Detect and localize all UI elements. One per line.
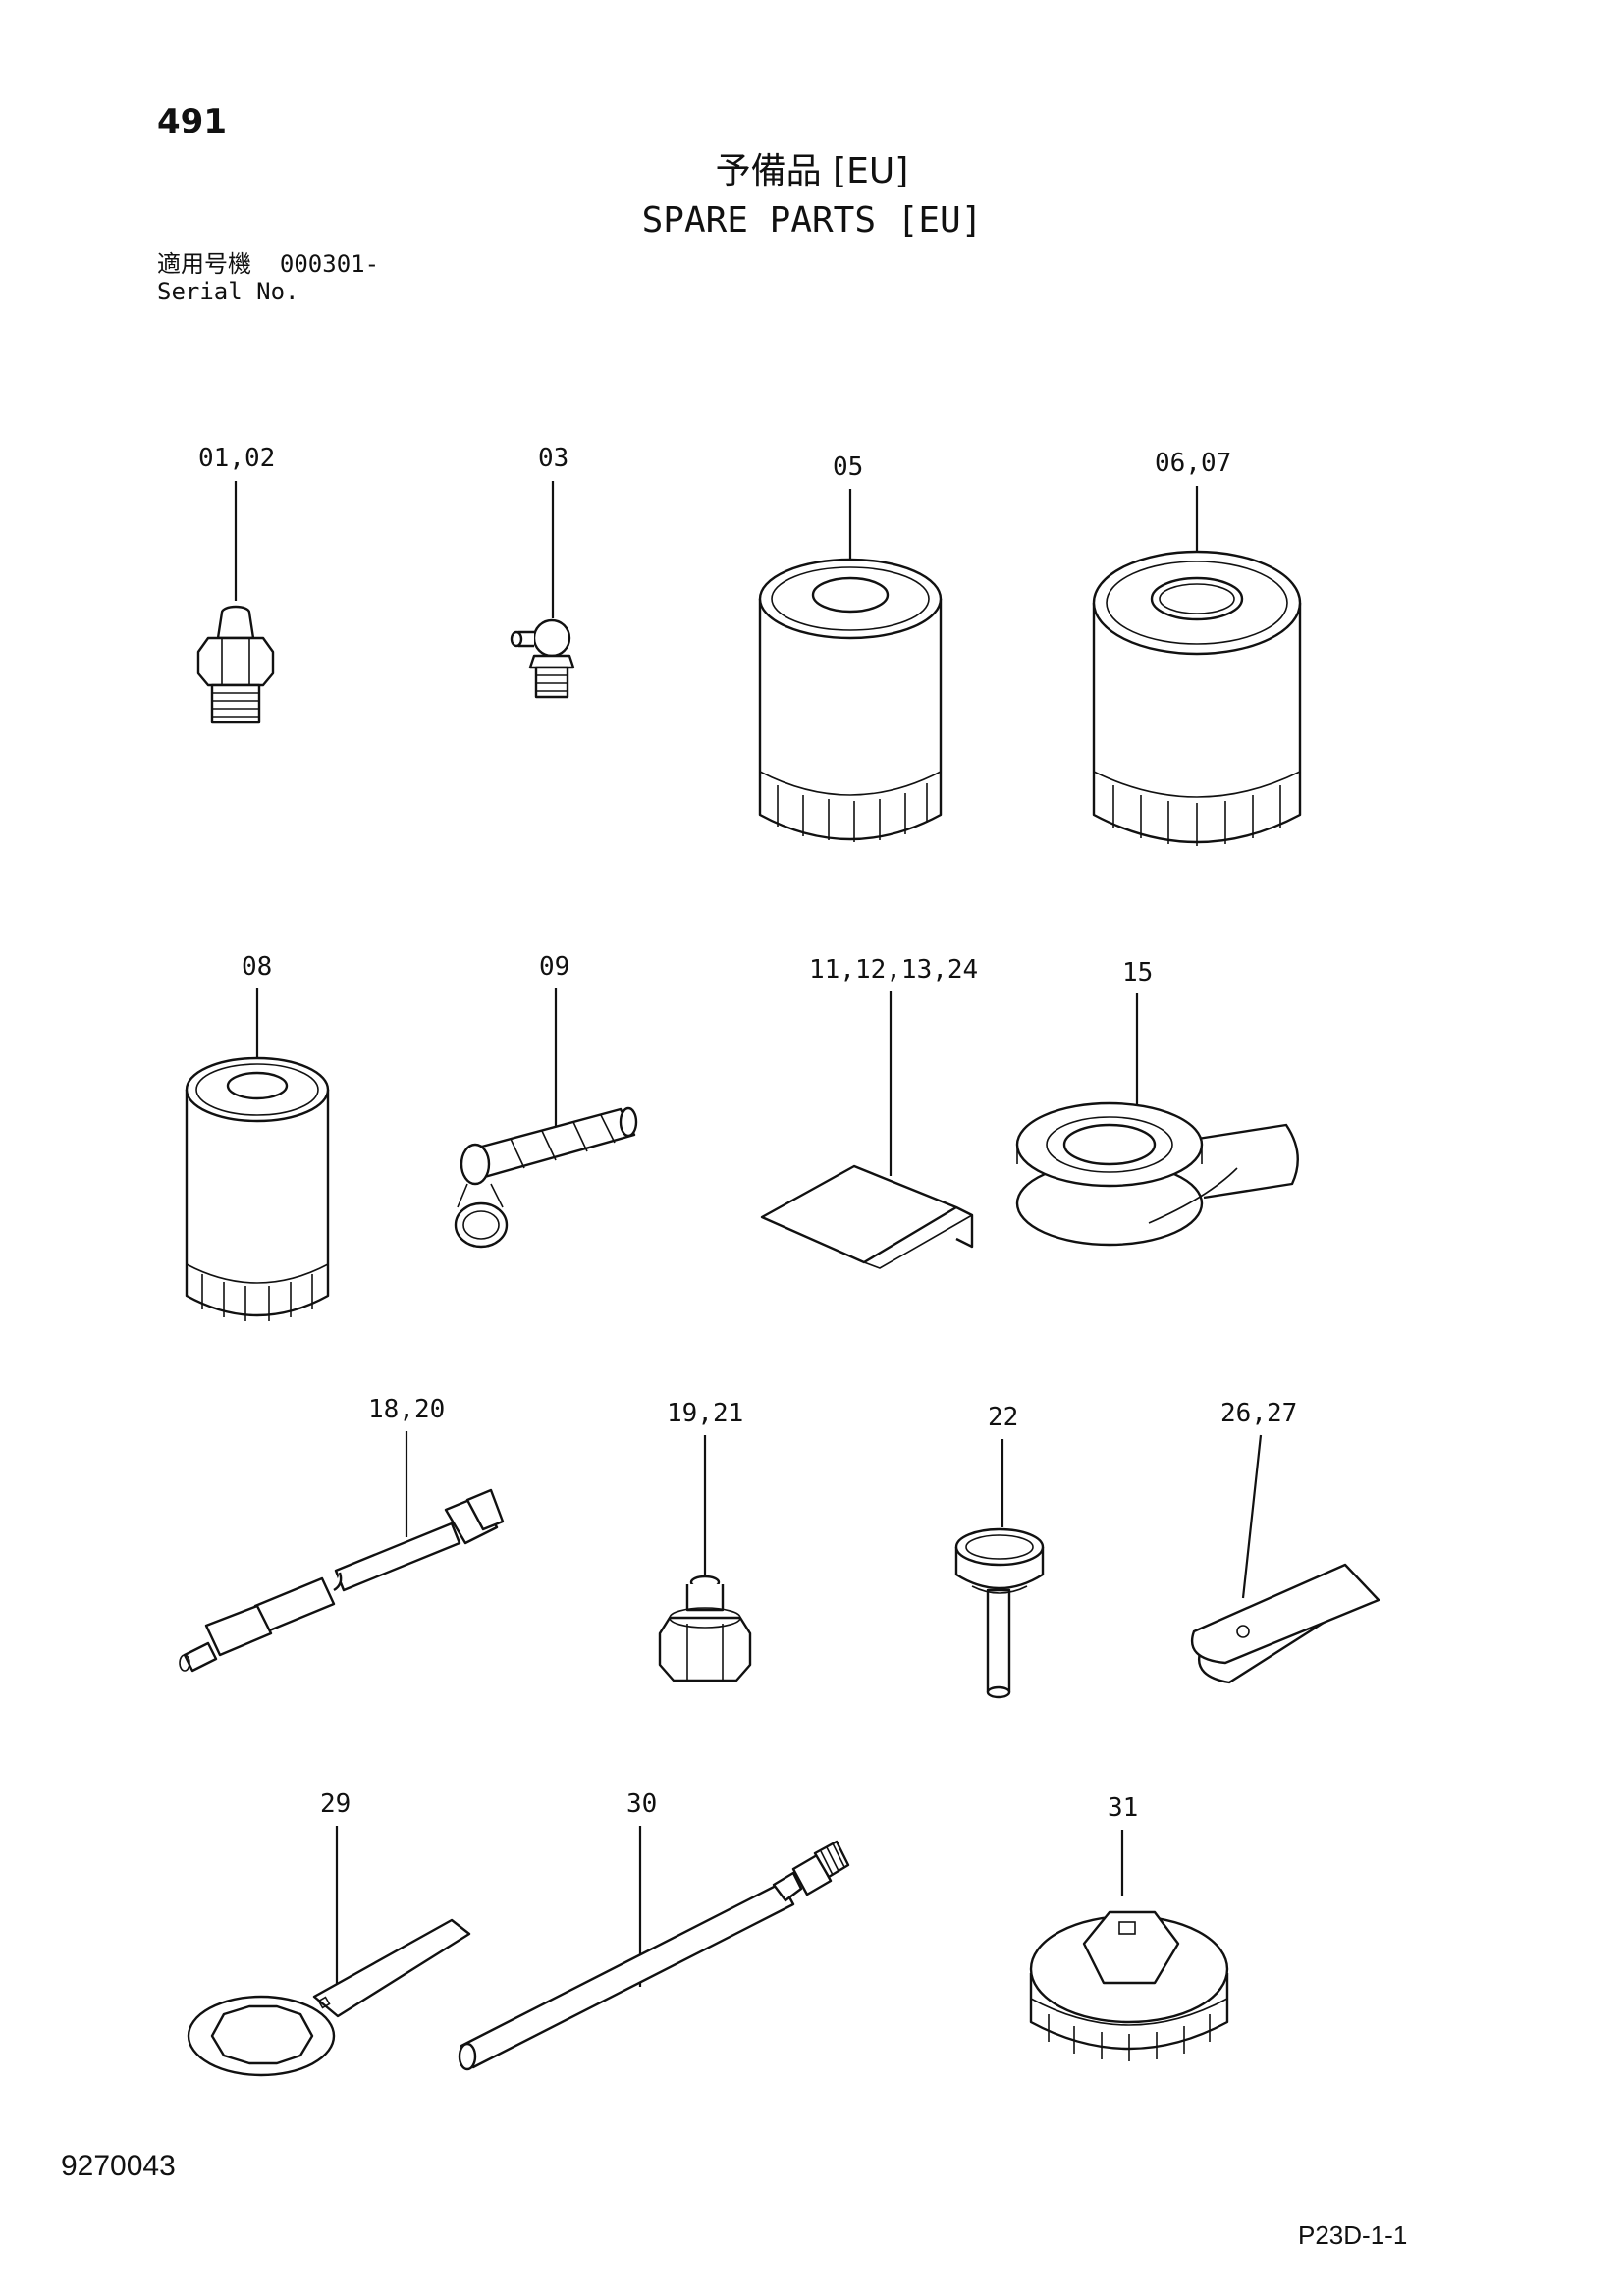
doc-number: 9270043: [61, 2150, 176, 2182]
serial-row: 適用号機 000301-: [157, 250, 379, 278]
sheet-icon: [760, 1164, 974, 1269]
callout-15: 15: [1122, 958, 1153, 988]
serial-label-ja: 適用号機: [157, 250, 251, 278]
callout-09: 09: [539, 952, 569, 982]
part-15: 15: [1015, 958, 1299, 1247]
ring-spanner-icon: [187, 1918, 471, 2077]
callout-05: 05: [833, 453, 863, 482]
callout-06-07: 06,07: [1155, 449, 1231, 478]
page-number: 491: [157, 102, 227, 141]
part-03: 03: [510, 444, 575, 699]
callout-29: 29: [320, 1789, 351, 1819]
part-05: 05: [758, 453, 943, 842]
grease-nipple-angled-icon: [510, 618, 575, 699]
part-19-21: 19,21: [658, 1399, 752, 1682]
callout-22: 22: [988, 1403, 1018, 1432]
part-01-02: 01,02: [196, 444, 275, 724]
hose-assembly-icon: [179, 1488, 505, 1673]
page-reference: P23D-1-1: [1298, 2220, 1408, 2250]
callout-11-12-13-24: 11,12,13,24: [809, 955, 978, 985]
serial-block: 適用号機 000301- Serial No.: [157, 250, 379, 305]
callout-31: 31: [1108, 1793, 1138, 1823]
cap-with-rod-icon: [954, 1527, 1045, 1699]
callout-30: 30: [626, 1789, 657, 1819]
clip-icon: [1191, 1563, 1380, 1684]
filter-wrench-cap-icon: [1029, 1910, 1229, 2061]
part-26-27: 26,27: [1191, 1399, 1380, 1684]
part-09: 09: [454, 952, 638, 1249]
nut-fitting-icon: [658, 1575, 752, 1682]
part-30: 30: [458, 1789, 850, 2071]
filter-canister-icon: [758, 558, 943, 842]
part-11-12-13-24: 11,12,13,24: [760, 955, 978, 1269]
part-29: 29: [187, 1789, 471, 2077]
filter-canister-icon: [1092, 550, 1302, 846]
part-31: 31: [1029, 1793, 1229, 2061]
part-08: 08: [185, 952, 330, 1321]
serial-value: 000301-: [279, 250, 380, 278]
seal-tape-icon: [1015, 1101, 1299, 1247]
part-18-20: 18,20: [179, 1395, 505, 1673]
part-22: 22: [954, 1403, 1045, 1699]
callout-01-02: 01,02: [198, 444, 275, 473]
title-english: SPARE PARTS [EU]: [641, 200, 983, 240]
callout-03: 03: [538, 444, 568, 473]
extension-bar-icon: [458, 1840, 850, 2071]
part-06-07: 06,07: [1092, 449, 1302, 846]
callout-08: 08: [242, 952, 272, 982]
serial-label-en: Serial No.: [157, 278, 299, 305]
callout-19-21: 19,21: [667, 1399, 743, 1428]
grease-nipple-straight-icon: [196, 605, 275, 724]
filter-canister-tall-icon: [185, 1056, 330, 1321]
callout-26-27: 26,27: [1220, 1399, 1297, 1428]
callout-18-20: 18,20: [368, 1395, 445, 1424]
title-japanese: 予備品 [EU]: [715, 151, 909, 191]
filter-element-icon: [454, 1106, 638, 1249]
title-block: 予備品 [EU] SPARE PARTS [EU]: [0, 147, 1624, 245]
